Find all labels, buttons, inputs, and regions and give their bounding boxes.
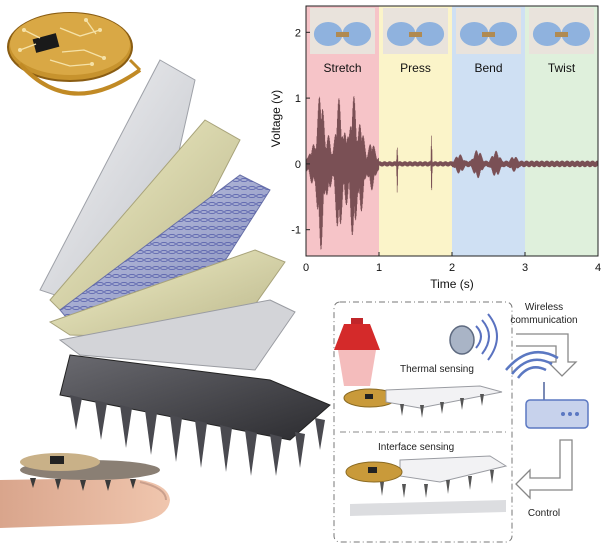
region-label-stretch: Stretch <box>323 61 361 75</box>
device-strip <box>336 32 349 37</box>
layer-grey <box>58 299 296 371</box>
arrow-left-icon <box>515 439 573 500</box>
glove-left <box>313 22 343 46</box>
microneedle-base-layer <box>59 354 331 476</box>
wireless-sensing-schematic: Thermal sensing Interface sensing Wirele… <box>333 301 589 543</box>
interface-device <box>345 455 508 516</box>
voltage-trace <box>305 96 599 250</box>
layer-stack-illustration <box>0 12 331 528</box>
heat-lamp-icon <box>334 318 380 386</box>
circuit-board-disk <box>7 12 142 96</box>
x-axis-label: Time (s) <box>430 277 474 291</box>
arrow-down-icon <box>516 333 578 377</box>
finger-device-photo <box>0 453 170 528</box>
interface-sensing-label: Interface sensing <box>378 442 454 453</box>
signal-dish-icon <box>449 313 498 361</box>
gesture-photos <box>310 8 594 54</box>
glove-right <box>342 22 372 46</box>
thermal-device <box>343 385 503 418</box>
region-label-press: Press <box>400 61 431 75</box>
y-tick-label: 1 <box>295 93 301 105</box>
x-tick-label: 2 <box>449 262 455 274</box>
y-tick-label: 0 <box>295 159 301 171</box>
glove-right <box>488 22 518 46</box>
control-label: Control <box>528 508 560 519</box>
region-label-bend: Bend <box>474 61 502 75</box>
glove-left <box>459 22 489 46</box>
device-strip <box>409 32 422 37</box>
y-tick-label: -1 <box>291 225 301 237</box>
glove-right <box>415 22 445 46</box>
glove-left <box>386 22 416 46</box>
device-strip <box>482 32 495 37</box>
x-tick-label: 1 <box>376 262 382 274</box>
y-tick-label: 2 <box>295 27 301 39</box>
region-label-twist: Twist <box>548 61 576 75</box>
glove-right <box>561 22 591 46</box>
x-tick-label: 3 <box>522 262 528 274</box>
thermal-sensing-label: Thermal sensing <box>400 364 474 375</box>
device-strip <box>555 32 568 37</box>
x-tick-label: 0 <box>303 262 309 274</box>
communication-label: communication <box>510 315 577 326</box>
wireless-label: Wireless <box>525 302 563 313</box>
voltage-signal <box>305 96 599 250</box>
router-icon <box>505 350 589 429</box>
voltage-chart: Stretch Press Bend Twist 2 1 0 -1 0 1 2 3 4 Voltag… <box>269 5 601 291</box>
x-tick-label: 4 <box>595 262 601 274</box>
glove-left <box>532 22 562 46</box>
y-axis-label: Voltage (v) <box>269 90 283 147</box>
